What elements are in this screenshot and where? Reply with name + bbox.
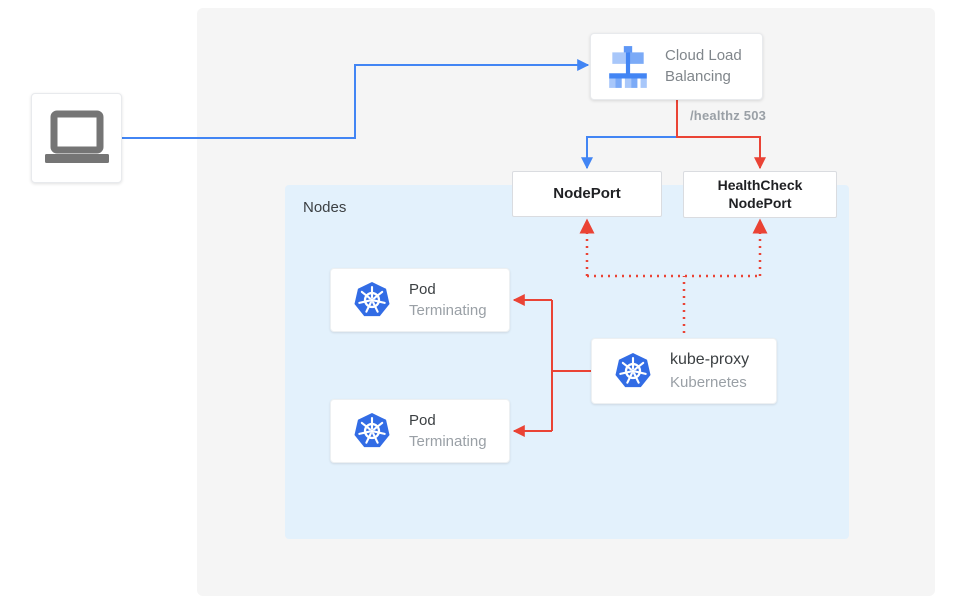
health-check-label-line2: NodePort [728, 194, 792, 211]
pod-2-box: Pod Terminating [330, 399, 510, 463]
kubernetes-icon [353, 412, 391, 450]
pod-1-box: Pod Terminating [330, 268, 510, 332]
cloud-load-balancing-label: Cloud Load Balancing [665, 47, 742, 85]
kube-proxy-title: kube-proxy [670, 351, 750, 369]
pod-1-title: Pod [409, 281, 436, 298]
nodes-panel-label: Nodes [303, 199, 347, 216]
node-port-box: NodePort [512, 171, 662, 217]
health-check-node-port-box: HealthCheck NodePort [683, 171, 837, 218]
kube-proxy-box: kube-proxy Kubernetes [591, 338, 777, 404]
cloud-load-balancing-node: Cloud Load Balancing [590, 33, 763, 100]
pod-2-status: Terminating [409, 433, 487, 450]
pod-2-title: Pod [409, 412, 436, 429]
client-node [31, 93, 122, 183]
health-check-label-line1: HealthCheck [717, 177, 803, 193]
node-port-label: NodePort [553, 184, 621, 202]
cloud-load-balancing-icon [605, 45, 651, 88]
healthz-status-label: /healthz 503 [690, 108, 767, 123]
kubernetes-icon [614, 352, 652, 390]
kubernetes-icon [353, 281, 391, 319]
kube-proxy-subtitle: Kubernetes [670, 373, 747, 391]
laptop-icon [42, 109, 112, 167]
pod-1-status: Terminating [409, 302, 487, 319]
